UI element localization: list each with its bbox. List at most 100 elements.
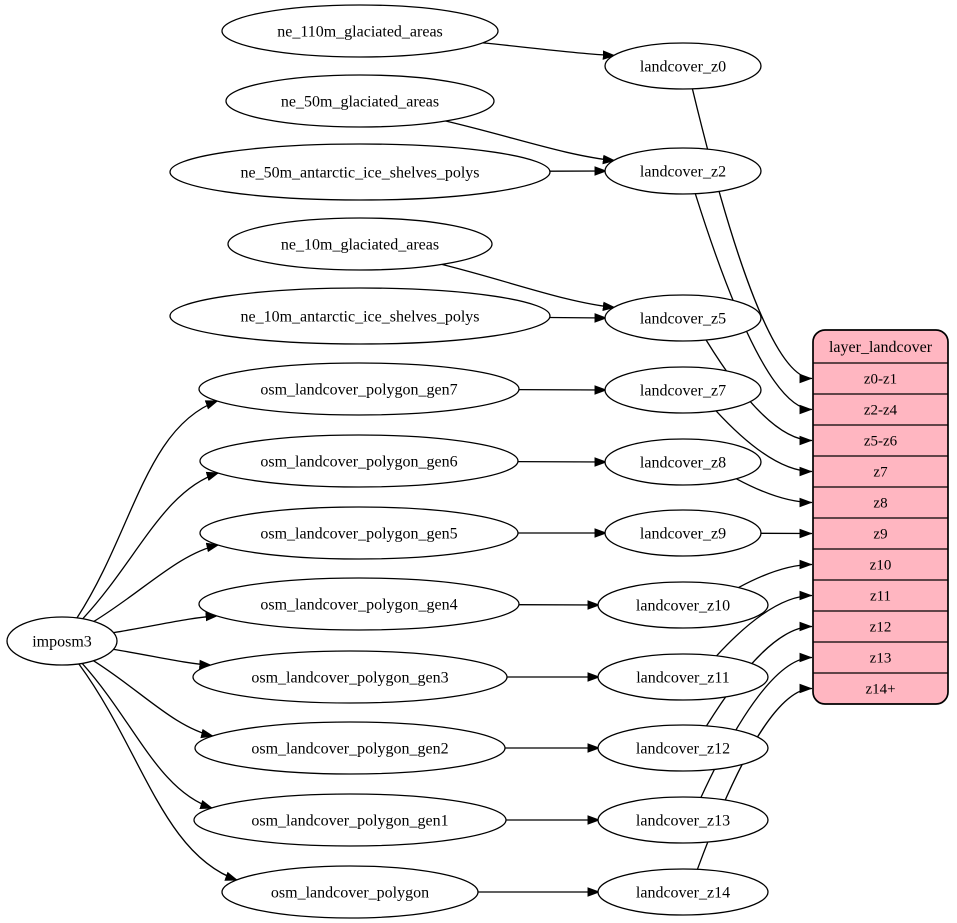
node-label-landcover_z8: landcover_z8 (640, 455, 726, 472)
edge-imposm3-to-osm_landcover_polygon_gen2 (93, 660, 215, 739)
node-shape-landcover_z5 (604, 294, 762, 342)
node-ne_10m_antarctic_ice_shelves_polys: ne_10m_antarctic_ice_shelves_polys (169, 287, 551, 345)
node-label-osm_landcover_polygon_gen3: osm_landcover_polygon_gen3 (251, 670, 448, 687)
node-ne_110m_glaciated_areas: ne_110m_glaciated_areas (221, 4, 499, 58)
node-shape-landcover_z9 (604, 509, 762, 557)
edge-ne_10m_antarctic_ice_shelves_polys-to-landcover_z5 (549, 313, 608, 323)
record-row-z5-z6: z5-z6 (864, 434, 898, 450)
edge-imposm3-to-osm_landcover_polygon_gen1 (81, 662, 214, 810)
edge-landcover_z7-to-layer_landcover-z7 (715, 410, 813, 477)
node-landcover_z7: landcover_z7 (604, 366, 762, 414)
node-label-osm_landcover_polygon: osm_landcover_polygon (271, 885, 429, 902)
node-landcover_z0: landcover_z0 (604, 42, 762, 90)
edge-imposm3-to-osm_landcover_polygon (78, 663, 239, 881)
node-landcover_z11: landcover_z11 (597, 653, 769, 701)
node-label-imposm3: imposm3 (32, 634, 92, 651)
node-shape-landcover_z7 (604, 366, 762, 414)
record-layer: layer_landcover z0-z1 z2-z4 z5-z6 z7 z8 z9 z10 z… (812, 329, 949, 705)
node-label-landcover_z12: landcover_z12 (636, 741, 730, 758)
node-osm_landcover_polygon_gen6: osm_landcover_polygon_gen6 (199, 434, 519, 488)
edge-landcover_z8-to-layer_landcover-z8 (736, 478, 813, 508)
record-row-z9: z9 (873, 527, 887, 543)
edge-imposm3-to-osm_landcover_polygon_gen6 (82, 471, 220, 620)
record-row-z13: z13 (870, 651, 892, 667)
node-label-landcover_z9: landcover_z9 (640, 526, 726, 543)
node-osm_landcover_polygon_gen1: osm_landcover_polygon_gen1 (193, 793, 507, 847)
edge-landcover_z12-to-layer_landcover-z12 (705, 621, 813, 727)
record-row-z7: z7 (873, 465, 888, 481)
node-label-osm_landcover_polygon_gen5: osm_landcover_polygon_gen5 (260, 526, 457, 543)
edge-ne_10m_glaciated_areas-to-landcover_z5 (441, 263, 616, 312)
node-shape-ne_110m_glaciated_areas (221, 4, 499, 58)
node-label-landcover_z13: landcover_z13 (636, 813, 730, 830)
node-osm_landcover_polygon: osm_landcover_polygon (221, 865, 479, 919)
node-shape-osm_landcover_polygon_gen3 (192, 650, 508, 704)
node-ne_50m_antarctic_ice_shelves_polys: ne_50m_antarctic_ice_shelves_polys (169, 143, 551, 201)
node-ne_50m_glaciated_areas: ne_50m_glaciated_areas (225, 74, 495, 128)
node-shape-landcover_z12 (597, 724, 769, 772)
node-landcover_z10: landcover_z10 (597, 581, 769, 629)
node-shape-landcover_z2 (604, 147, 762, 195)
edges-layer (76, 42, 813, 897)
node-shape-ne_50m_antarctic_ice_shelves_polys (169, 143, 551, 201)
node-shape-osm_landcover_polygon_gen2 (194, 721, 506, 775)
node-shape-landcover_z11 (597, 653, 769, 701)
node-shape-imposm3 (6, 616, 118, 666)
node-label-landcover_z0: landcover_z0 (640, 59, 726, 76)
edge-landcover_z5-to-layer_landcover-z5-z6 (705, 339, 813, 446)
node-landcover_z5: landcover_z5 (604, 294, 762, 342)
node-label-landcover_z7: landcover_z7 (640, 383, 726, 400)
node-shape-osm_landcover_polygon (221, 865, 479, 919)
node-shape-ne_10m_glaciated_areas (227, 217, 493, 271)
record-row-z10: z10 (870, 558, 892, 574)
node-shape-osm_landcover_polygon_gen4 (198, 577, 520, 631)
record-row-z8: z8 (873, 496, 887, 512)
node-label-landcover_z11: landcover_z11 (636, 670, 730, 687)
edge-landcover_z2-to-layer_landcover-z2-z4 (694, 193, 813, 415)
edge-imposm3-to-osm_landcover_polygon_gen7 (76, 400, 219, 619)
node-label-osm_landcover_polygon_gen4: osm_landcover_polygon_gen4 (260, 597, 457, 614)
record-row-z12: z12 (870, 620, 892, 636)
node-shape-landcover_z13 (597, 796, 769, 844)
node-shape-landcover_z0 (604, 42, 762, 90)
nodes-layer: imposm3 ne_110m_glaciated_areas ne_50m_gla… (6, 4, 769, 919)
node-label-ne_50m_antarctic_ice_shelves_polys: ne_50m_antarctic_ice_shelves_polys (240, 165, 479, 182)
node-landcover_z14: landcover_z14 (597, 868, 769, 916)
node-label-osm_landcover_polygon_gen6: osm_landcover_polygon_gen6 (260, 454, 457, 471)
edge-imposm3-to-osm_landcover_polygon_gen3 (113, 648, 213, 670)
record-row-z0-z1: z0-z1 (864, 372, 897, 388)
node-landcover_z12: landcover_z12 (597, 724, 769, 772)
node-landcover_z2: landcover_z2 (604, 147, 762, 195)
node-label-landcover_z14: landcover_z14 (636, 885, 730, 902)
node-label-ne_50m_glaciated_areas: ne_50m_glaciated_areas (281, 94, 439, 111)
edge-imposm3-to-osm_landcover_polygon_gen5 (93, 542, 220, 622)
node-shape-osm_landcover_polygon_gen1 (193, 793, 507, 847)
node-shape-ne_10m_antarctic_ice_shelves_polys (169, 287, 551, 345)
node-shape-landcover_z10 (597, 581, 769, 629)
edge-landcover_z11-to-layer_landcover-z11 (716, 590, 813, 657)
node-label-osm_landcover_polygon_gen1: osm_landcover_polygon_gen1 (251, 813, 448, 830)
edge-ne_50m_glaciated_areas-to-landcover_z2 (445, 120, 616, 165)
node-label-landcover_z10: landcover_z10 (636, 598, 730, 615)
node-landcover_z8: landcover_z8 (604, 438, 762, 486)
node-osm_landcover_polygon_gen3: osm_landcover_polygon_gen3 (192, 650, 508, 704)
node-label-osm_landcover_polygon_gen2: osm_landcover_polygon_gen2 (251, 741, 448, 758)
node-shape-landcover_z14 (597, 868, 769, 916)
edge-ne_110m_glaciated_areas-to-landcover_z0 (482, 42, 616, 60)
node-label-ne_110m_glaciated_areas: ne_110m_glaciated_areas (277, 24, 443, 41)
node-label-ne_10m_antarctic_ice_shelves_polys: ne_10m_antarctic_ice_shelves_polys (240, 309, 479, 326)
node-label-ne_10m_glaciated_areas: ne_10m_glaciated_areas (281, 237, 439, 254)
node-shape-osm_landcover_polygon_gen7 (198, 362, 520, 416)
node-label-landcover_z2: landcover_z2 (640, 164, 726, 181)
record-row-z2-z4: z2-z4 (864, 403, 898, 419)
edge-imposm3-to-osm_landcover_polygon_gen4 (113, 611, 219, 634)
record-title: layer_landcover (829, 339, 933, 356)
node-landcover_z13: landcover_z13 (597, 796, 769, 844)
node-label-osm_landcover_polygon_gen7: osm_landcover_polygon_gen7 (260, 382, 457, 399)
node-shape-osm_landcover_polygon_gen5 (199, 506, 519, 560)
edge-landcover_z10-to-layer_landcover-z10 (738, 559, 813, 589)
node-label-landcover_z5: landcover_z5 (640, 311, 726, 328)
node-imposm3: imposm3 (6, 616, 118, 666)
node-osm_landcover_polygon_gen7: osm_landcover_polygon_gen7 (198, 362, 520, 416)
